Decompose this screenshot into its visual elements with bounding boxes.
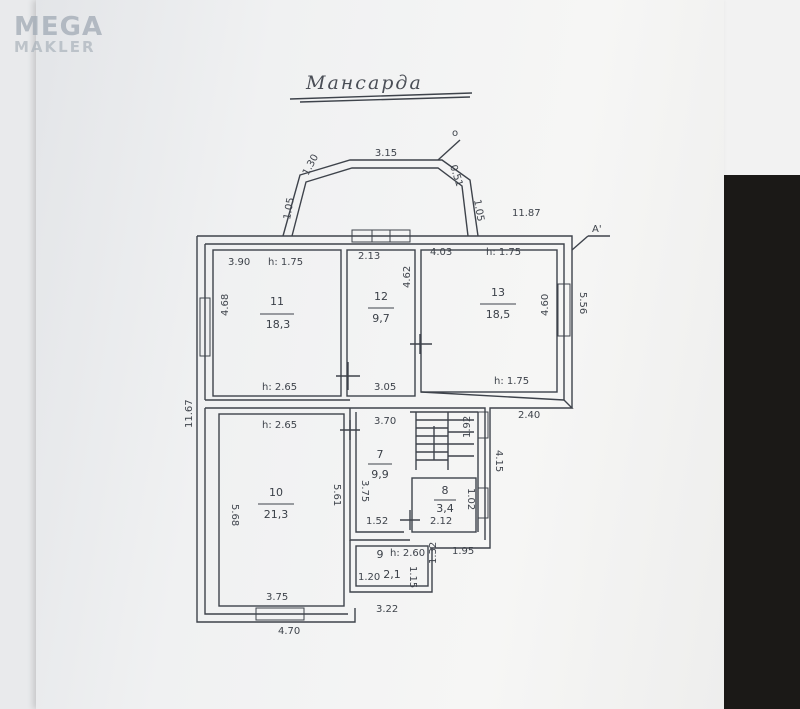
mid-wall-right (420, 391, 565, 401)
dim-5-56: 5.56 (577, 292, 588, 314)
dim-1-92: 1.92 (462, 416, 473, 438)
room-10-number: 10 (269, 486, 283, 499)
axis-o-line (437, 139, 461, 161)
dim-1-05-right: 1.05 (471, 199, 486, 223)
dim-4-15: 4.15 (493, 450, 504, 472)
dim-5-61: 5.61 (331, 484, 342, 506)
background-light-band (720, 0, 800, 175)
dim-5-68: 5.68 (229, 504, 240, 526)
room-labels: 11 18,3 12 9,7 13 18,5 10 21,3 7 9,9 8 3… (258, 286, 516, 581)
room-13-area: 18,5 (486, 308, 511, 321)
dim-4-62: 4.62 (402, 266, 413, 288)
dim-1-95: 1.95 (452, 546, 474, 557)
room-10-area: 21,3 (264, 508, 289, 521)
dim-h-2-60: h: 2.60 (390, 548, 425, 559)
windows (199, 229, 571, 621)
room-12-outline (346, 249, 416, 397)
dim-1-05-left: 1.05 (282, 197, 297, 221)
room-13-number: 13 (491, 286, 505, 299)
dim-1-20: 1.20 (358, 572, 380, 583)
dim-4-70: 4.70 (278, 626, 300, 637)
room-11-outline (212, 249, 342, 397)
room-9-outline (355, 545, 429, 587)
dim-1-32: 1.32 (428, 542, 439, 564)
room-7-area: 9,9 (371, 468, 389, 481)
dim-11-67: 11.67 (184, 399, 195, 428)
dim-h-1-75-c: h: 1.75 (494, 376, 529, 387)
room-9-outer (349, 540, 433, 593)
room-12-number: 12 (374, 290, 388, 303)
dim-3-75-a: 3.75 (359, 480, 370, 502)
dim-1-15: 1.15 (407, 566, 418, 588)
dim-2-12: 2.12 (430, 516, 452, 527)
room-9-area: 2,1 (383, 568, 401, 581)
outer-wall-right-step (430, 399, 574, 549)
dim-3-90: 3.90 (228, 257, 250, 268)
dim-11-87: 11.87 (512, 208, 541, 219)
room-10-outline (218, 413, 345, 607)
window-room-8 (477, 487, 489, 519)
axis-o: о (452, 128, 458, 139)
dimension-labels: 3.15 1.30 1.05 1.05 0.51 11.87 А' о 3.90… (184, 128, 602, 637)
dim-1-30: 1.30 (301, 153, 321, 178)
staircase (415, 412, 474, 470)
room-8-number: 8 (442, 484, 449, 497)
dim-2-13: 2.13 (358, 251, 380, 262)
window-top (351, 229, 411, 243)
dim-1-52: 1.52 (366, 516, 388, 527)
axis-a1-line (571, 235, 589, 251)
axis-a1: А' (592, 224, 602, 235)
dim-4-03: 4.03 (430, 247, 452, 258)
dim-3-70: 3.70 (374, 416, 396, 427)
title-underline-2 (299, 96, 471, 103)
dim-3-05: 3.05 (374, 382, 396, 393)
room-7-number: 7 (377, 448, 384, 461)
dim-4-68: 4.68 (220, 294, 231, 316)
room-13-outline (420, 249, 558, 393)
window-stair (477, 411, 489, 439)
underlying-page (0, 0, 40, 709)
dim-3-15: 3.15 (375, 148, 397, 159)
room-9-number: 9 (377, 548, 384, 561)
bay-outline-inner (291, 167, 469, 237)
dim-2-40: 2.40 (518, 410, 540, 421)
room-11-area: 18,3 (266, 318, 291, 331)
title-underline (289, 92, 473, 100)
room-8-area: 3,4 (436, 502, 454, 515)
dim-h-2-65-a: h: 2.65 (262, 382, 297, 393)
door-marks (336, 334, 432, 530)
dim-3-22: 3.22 (376, 604, 398, 615)
watermark-logo: MEGA MAKLER (14, 12, 103, 56)
room-8-outline (411, 477, 477, 533)
dim-h-1-75-a: h: 1.75 (268, 257, 303, 268)
dim-h-1-75-b: h: 1.75 (486, 247, 521, 258)
dim-4-60: 4.60 (540, 294, 551, 316)
watermark-mega: MEGA (14, 12, 104, 42)
outer-wall-upper (196, 235, 573, 408)
watermark-makler: MAKLER (14, 38, 96, 56)
dim-h-2-65-b: h: 2.65 (262, 420, 297, 431)
plan-title: Мансарда (306, 72, 423, 94)
bay-outline (282, 159, 479, 237)
room-11-number: 11 (270, 295, 284, 308)
room-12-area: 9,7 (372, 312, 390, 325)
floor-plan-sheet (36, 0, 724, 709)
outer-wall-lower (196, 408, 356, 623)
dim-3-75-b: 3.75 (266, 592, 288, 603)
dim-1-02: 1.02 (465, 488, 476, 510)
stair-block-outline (350, 407, 486, 540)
dim-0-51: 0.51 (447, 164, 464, 189)
